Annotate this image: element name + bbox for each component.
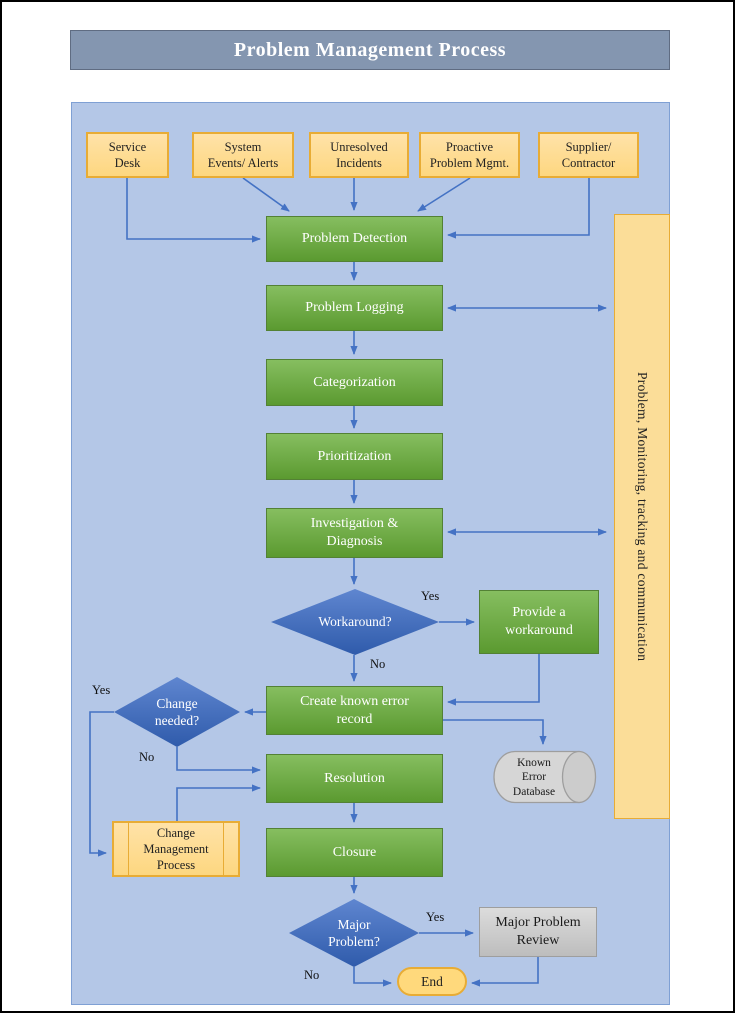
edge-system-events-to-detection — [242, 177, 290, 212]
page-title-text: Problem Management Process — [233, 38, 507, 61]
edge-change-needed-no — [176, 747, 261, 774]
node-known-error-database: Known Error Database — [490, 750, 598, 805]
node-investigation-diagnosis-label: Investigation & Diagnosis — [310, 516, 399, 549]
node-prioritization: Prioritization — [266, 433, 443, 480]
side-band-label: Problem, Monitoring, tracking and commun… — [635, 371, 650, 662]
node-investigation-diagnosis: Investigation & Diagnosis — [266, 508, 443, 558]
page-title: Problem Management Process — [70, 30, 670, 70]
edge-label-workaround-no: No — [370, 657, 386, 671]
node-categorization-label: Categorization — [313, 374, 396, 390]
edge-label-major-problem-no: No — [304, 968, 320, 982]
node-closure: Closure — [266, 828, 443, 877]
side-band-problem-monitoring: Problem, Monitoring, tracking and commun… — [614, 214, 670, 819]
edge-review-to-end — [471, 957, 539, 987]
node-prioritization-label: Prioritization — [317, 448, 392, 464]
node-system-events-label: System Events/ Alerts — [207, 140, 279, 170]
node-categorization: Categorization — [266, 359, 443, 406]
node-major-problem-review-label: Major Problem Review — [495, 915, 581, 948]
edge-create-record-to-kedb — [443, 719, 547, 745]
edge-change-mgmt-to-resolution — [176, 784, 261, 821]
node-supplier-contractor: Supplier/ Contractor — [538, 132, 639, 178]
node-known-error-database-label: Known Error Database — [512, 756, 556, 798]
node-supplier-contractor-label: Supplier/ Contractor — [561, 140, 616, 170]
node-proactive-problem-mgmt: Proactive Problem Mgmt. — [419, 132, 520, 178]
node-problem-detection-label: Problem Detection — [301, 231, 408, 247]
node-service-desk-label: Service Desk — [108, 140, 147, 170]
edge-label-workaround-yes: Yes — [421, 589, 440, 603]
node-proactive-problem-mgmt-label: Proactive Problem Mgmt. — [429, 140, 510, 170]
node-unresolved-incidents: Unresolved Incidents — [309, 132, 409, 178]
node-unresolved-incidents-label: Unresolved Incidents — [330, 140, 388, 170]
edge-major-problem-no — [353, 967, 392, 987]
decision-workaround-label: Workaround? — [318, 614, 392, 630]
node-end-label: End — [421, 973, 443, 989]
node-create-known-error-record-label: Create known error record — [300, 693, 409, 727]
node-service-desk: Service Desk — [86, 132, 169, 178]
decision-change-needed-label: Change needed? — [154, 695, 200, 728]
edge-label-major-problem-yes: Yes — [426, 910, 445, 924]
node-end: End — [397, 967, 467, 996]
node-provide-workaround: Provide a workaround — [479, 590, 599, 654]
node-major-problem-review: Major Problem Review — [479, 907, 597, 957]
node-create-known-error-record: Create known error record — [266, 686, 443, 735]
decision-major-problem-label: Major Problem? — [328, 916, 380, 949]
node-system-events: System Events/ Alerts — [192, 132, 294, 178]
node-provide-workaround-label: Provide a workaround — [505, 605, 573, 638]
edge-service-desk-to-detection — [126, 178, 261, 243]
edge-supplier-to-detection — [447, 178, 590, 239]
edge-label-change-needed-yes: Yes — [92, 683, 111, 697]
node-problem-logging: Problem Logging — [266, 285, 443, 331]
edge-change-needed-yes — [89, 711, 114, 857]
edge-label-change-needed-no: No — [139, 750, 155, 764]
node-problem-detection: Problem Detection — [266, 216, 443, 262]
database-cylinder-icon — [493, 750, 597, 804]
node-problem-logging-label: Problem Logging — [305, 300, 404, 316]
edge-provide-to-create-record — [447, 654, 540, 706]
node-change-management-process-label: Change Management Process — [143, 826, 209, 872]
node-change-management-process: Change Management Process — [112, 821, 240, 877]
node-resolution-label: Resolution — [324, 770, 385, 786]
node-resolution: Resolution — [266, 754, 443, 803]
node-closure-label: Closure — [332, 844, 377, 860]
edge-proactive-to-detection — [417, 177, 471, 212]
